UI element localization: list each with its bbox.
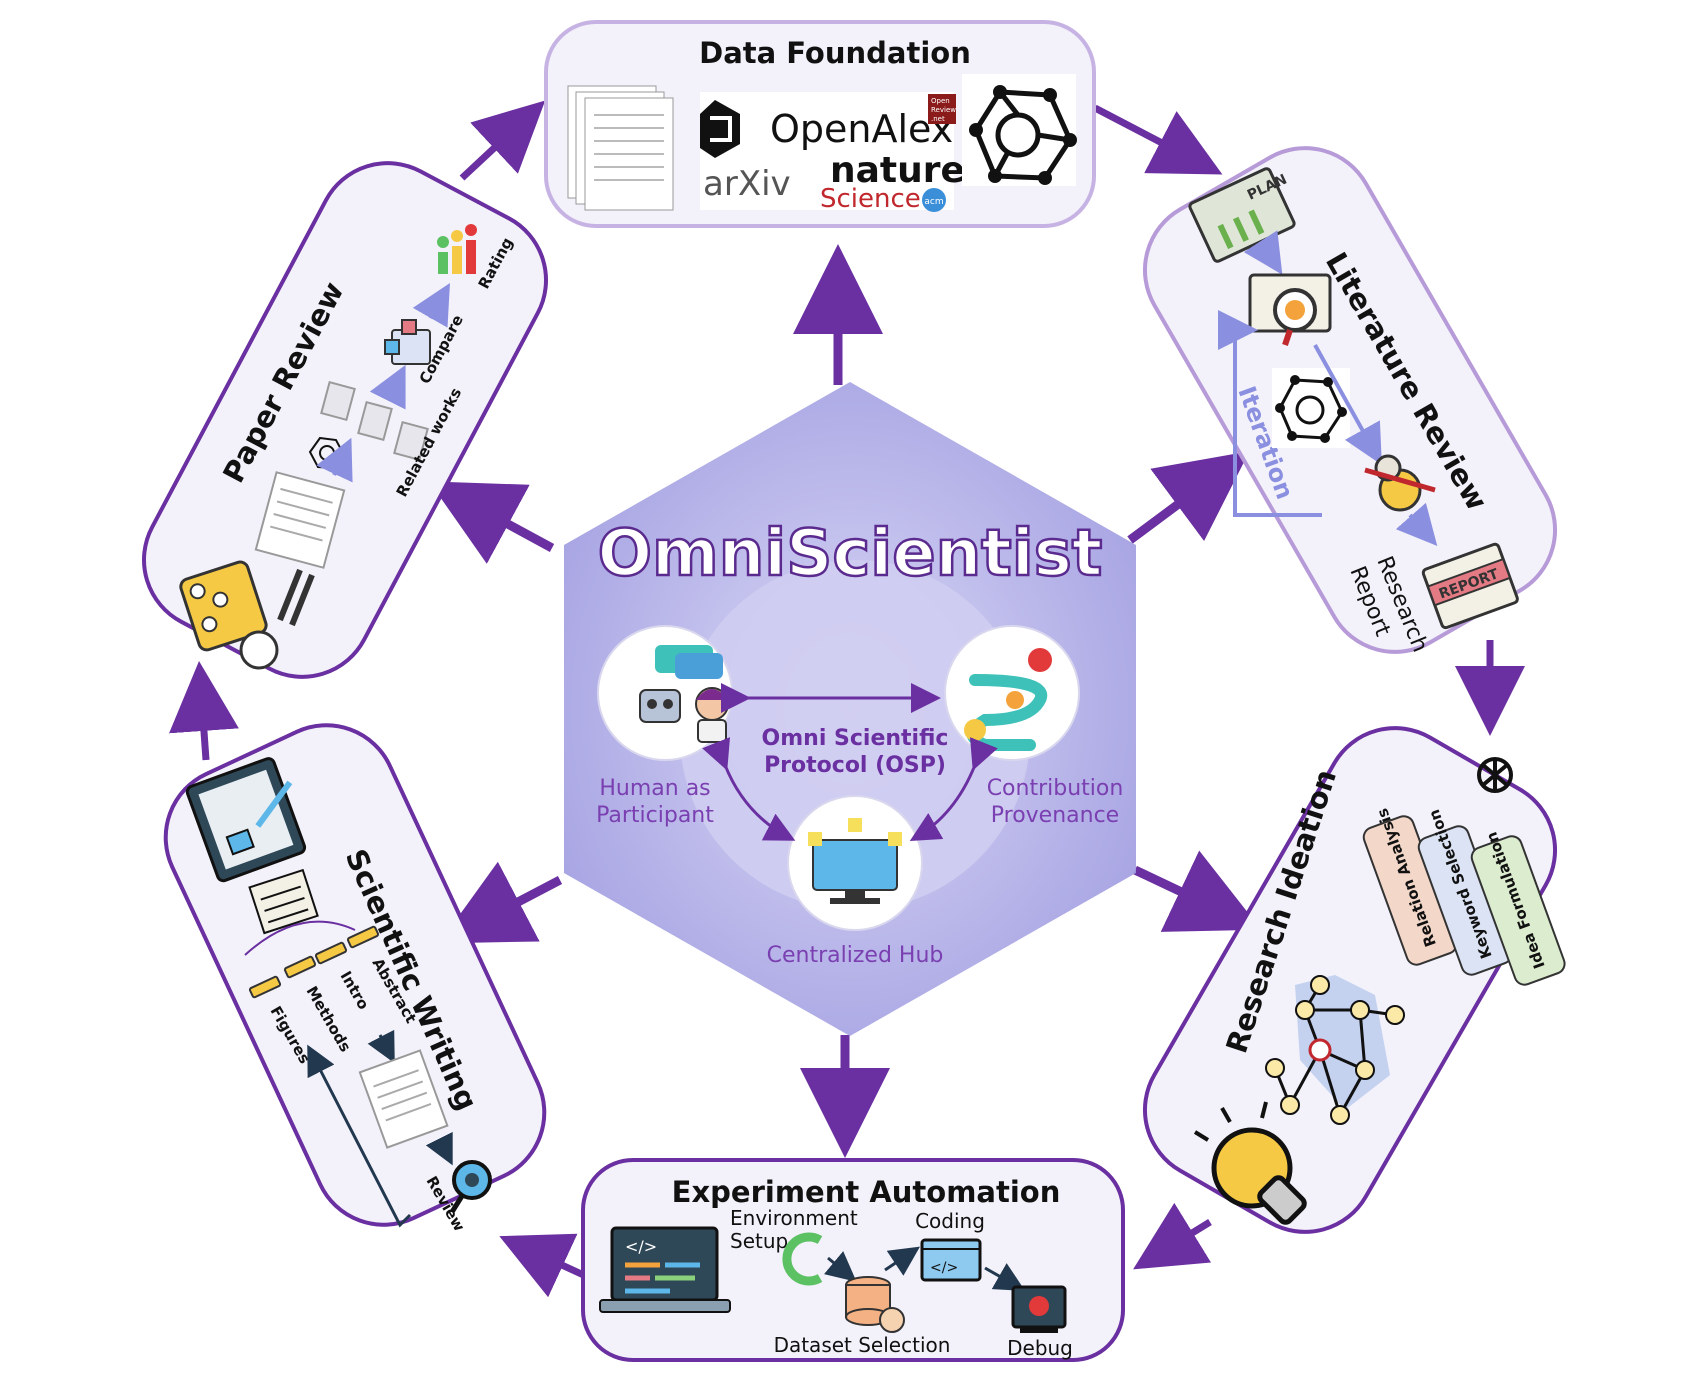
openreview-text-3: .net (931, 115, 945, 123)
env-setup-label-2: Setup (730, 1229, 788, 1253)
dataset-selection-label: Dataset Selection (774, 1333, 951, 1357)
magnifier-review-icon (449, 1160, 492, 1214)
database-icon (845, 1276, 905, 1333)
nature-logo-text: nature (830, 150, 965, 191)
openalex-logo-icon (700, 100, 740, 158)
arrow-paper-to-data (459, 100, 546, 181)
arrow-ideation-to-exp (1133, 1202, 1212, 1270)
star-rating-card-icon (179, 560, 268, 652)
arrow-writing-to-paper (169, 661, 239, 761)
experiment-automation-title: Experiment Automation (672, 1175, 1061, 1209)
writing-tablet-icon (185, 757, 307, 883)
center-hexagon: OmniScientist Human as Participant Contr… (564, 382, 1136, 1036)
synthesis-gear-icon (1364, 454, 1436, 512)
research-ideation-panel: Research Ideation Relation Analysis Keyw… (1142, 726, 1566, 1234)
related-papers-icon (320, 380, 429, 462)
arxiv-logo-text: arXiv (703, 164, 791, 204)
spoke-to-paper (429, 481, 555, 564)
rating-bars-icon (437, 224, 477, 274)
protocol-label-2: Protocol (OSP) (764, 753, 946, 778)
code-window-icon: </> (920, 1238, 982, 1282)
env-setup-label-1: Environment (730, 1206, 858, 1230)
ideation-card-relation: Relation Analysis (1362, 806, 1458, 966)
protocol-connectors (702, 683, 998, 841)
paper-review-panel: Paper Review Related works (142, 161, 548, 679)
centralized-hub-node (787, 795, 923, 931)
debug-label: Debug (1007, 1336, 1073, 1360)
laptop-code-icon: </> (599, 1226, 731, 1313)
contribution-provenance-node (944, 625, 1080, 761)
openreview-text-1: Open (931, 97, 950, 105)
openreview-logo-icon (928, 94, 956, 124)
submitted-paper-icon (254, 471, 346, 569)
laptop-code-glyph: </> (625, 1237, 657, 1256)
spoke-to-ideation (1133, 850, 1262, 932)
draft-paper-icon (358, 1049, 449, 1149)
review-pens-icon (277, 568, 315, 627)
spoke-to-writing (439, 861, 563, 944)
location-pin-icon (1028, 648, 1052, 672)
human-label-1: Human as (599, 776, 710, 801)
debug-monitor-icon (1011, 1285, 1067, 1333)
experiment-automation-panel: Experiment Automation </> Environment Se… (581, 1158, 1125, 1362)
acm-logo-icon (922, 188, 946, 212)
conda-logo-icon (782, 1232, 823, 1286)
code-window-glyph: </> (930, 1260, 958, 1276)
keyword-graph-icon (1265, 975, 1405, 1125)
arrow-exp-to-writing (499, 1233, 592, 1298)
section-pencil-icons (248, 925, 380, 999)
paper-stack-icon (567, 85, 674, 211)
section-brace (244, 920, 356, 956)
graph-search-icon (1272, 368, 1350, 448)
spoke-arrows (429, 244, 1262, 1158)
science-logo-text: Science (820, 184, 921, 214)
revision-loop (307, 1044, 412, 1228)
compare-icon (384, 319, 431, 365)
openai-logo-icon (1477, 757, 1513, 793)
research-report-icon: REPORT (1421, 542, 1519, 630)
contribution-label-1: Contribution (987, 776, 1124, 801)
openalex-logo-text: OpenAlex (770, 107, 953, 151)
data-foundation-title: Data Foundation (699, 36, 971, 70)
center-title: OmniScientist (598, 517, 1103, 591)
openreview-text-2: Review (931, 106, 956, 114)
contribution-label-2: Provenance (991, 803, 1119, 828)
data-foundation-panel: Data Foundation OpenAlex Open Review .ne… (544, 20, 1096, 228)
protocol-label-1: Omni Scientific (762, 726, 949, 751)
literature-review-panel: Literature Review PLAN Iteration (1142, 146, 1558, 656)
monitor-hub-icon (812, 839, 898, 891)
search-analysis-icon (1248, 273, 1332, 346)
acm-logo-text: acm (924, 197, 943, 207)
lightbulb-icon (1193, 1101, 1307, 1225)
human-label-2: Participant (596, 803, 714, 828)
hub-label: Centralized Hub (767, 943, 944, 968)
review-sheet-icon (248, 868, 319, 935)
robot-icon (639, 689, 681, 723)
human-participant-node (597, 625, 733, 761)
cycle-arrows (169, 100, 1525, 1298)
arrow-data-to-lit (1093, 104, 1223, 175)
knowledge-graph-icon (962, 74, 1077, 186)
spoke-to-literature (1127, 451, 1250, 544)
scientific-writing-panel: Scientific Writing Abstract Intro Method… (163, 723, 547, 1235)
coding-label: Coding (915, 1209, 985, 1233)
reviewer-avatar-icon (239, 630, 279, 670)
